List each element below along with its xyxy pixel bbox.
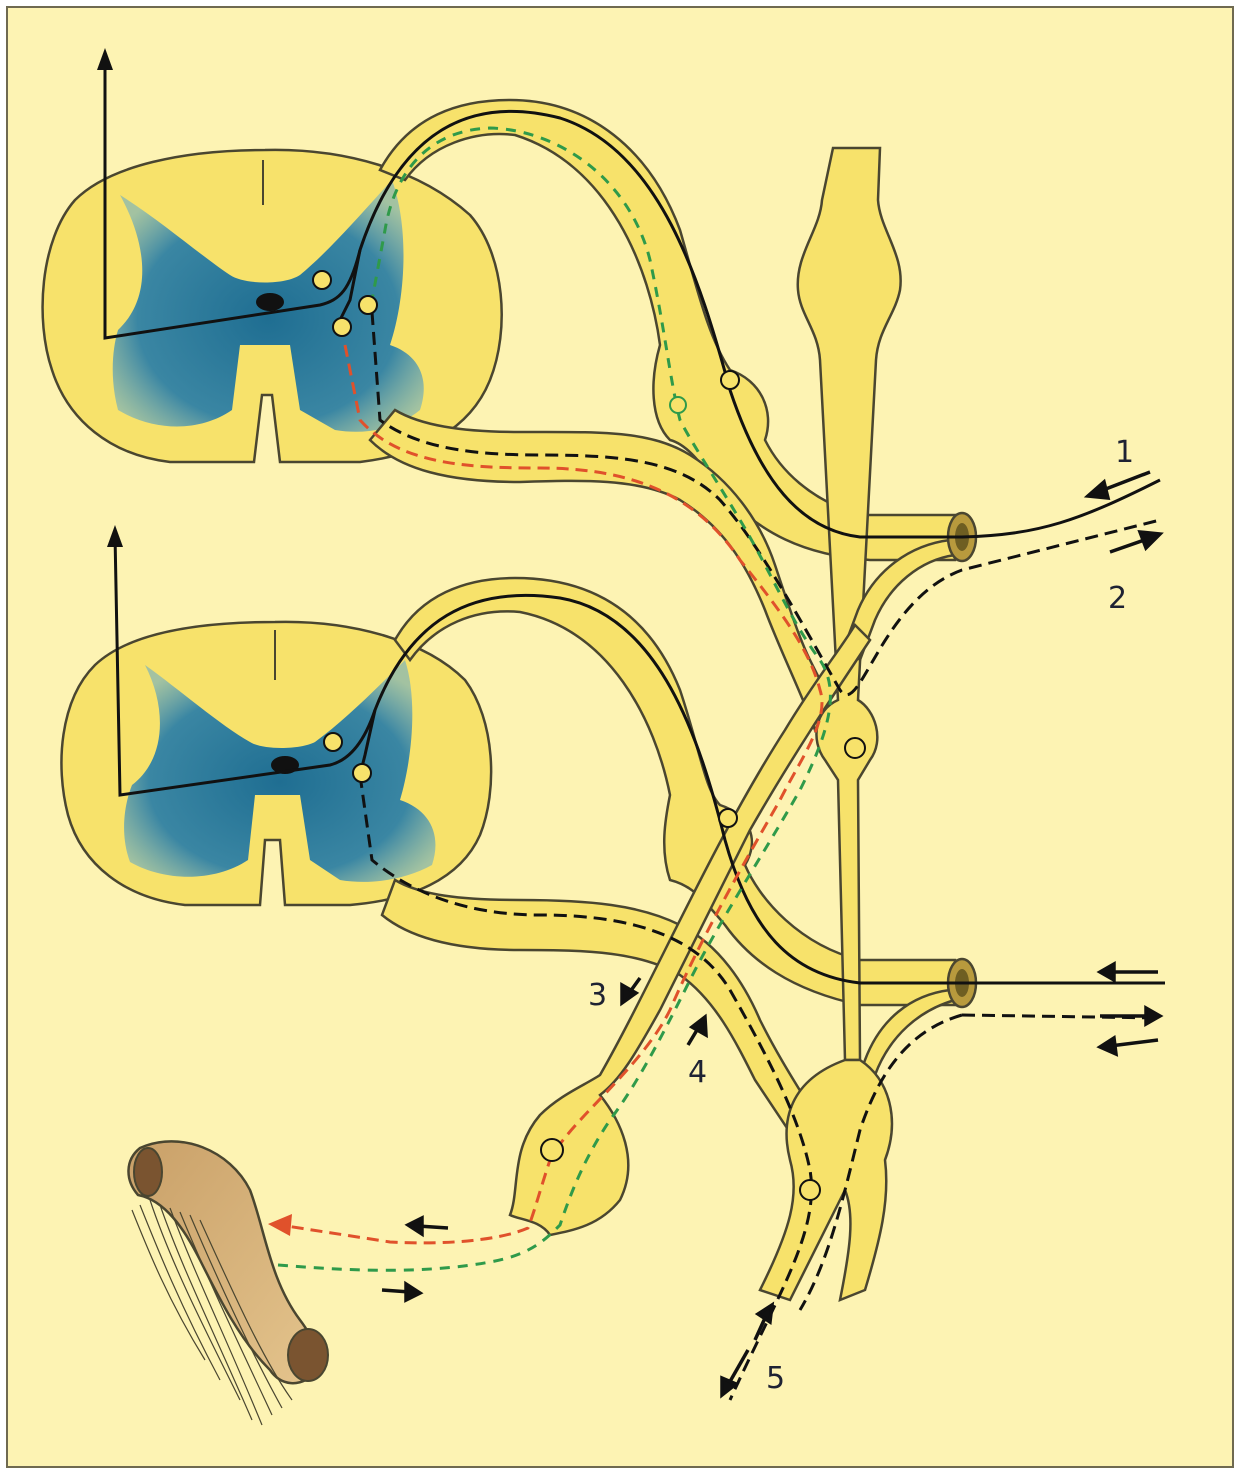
visceral-efferent-fibers [279, 344, 824, 1245]
label-1: 1 [1115, 435, 1134, 470]
label-3: 3 [588, 978, 607, 1013]
ascending-arrows [97, 48, 123, 547]
neuron-cell-bodies [312, 270, 866, 1201]
motor-neuron-body-upper [256, 293, 284, 311]
label-2: 2 [1108, 581, 1127, 616]
visceral-efferent-arrowhead [268, 1214, 292, 1236]
spinal-cord-lower [60, 620, 493, 907]
nerve-trunks [368, 98, 957, 1303]
label-4: 4 [688, 1055, 707, 1090]
visceral-afferent-fibers [277, 126, 832, 1272]
intestine [127, 1140, 329, 1426]
spinal-cord-upper [41, 148, 503, 464]
label-5: 5 [766, 1361, 785, 1396]
direction-arrows [381, 470, 1164, 1399]
